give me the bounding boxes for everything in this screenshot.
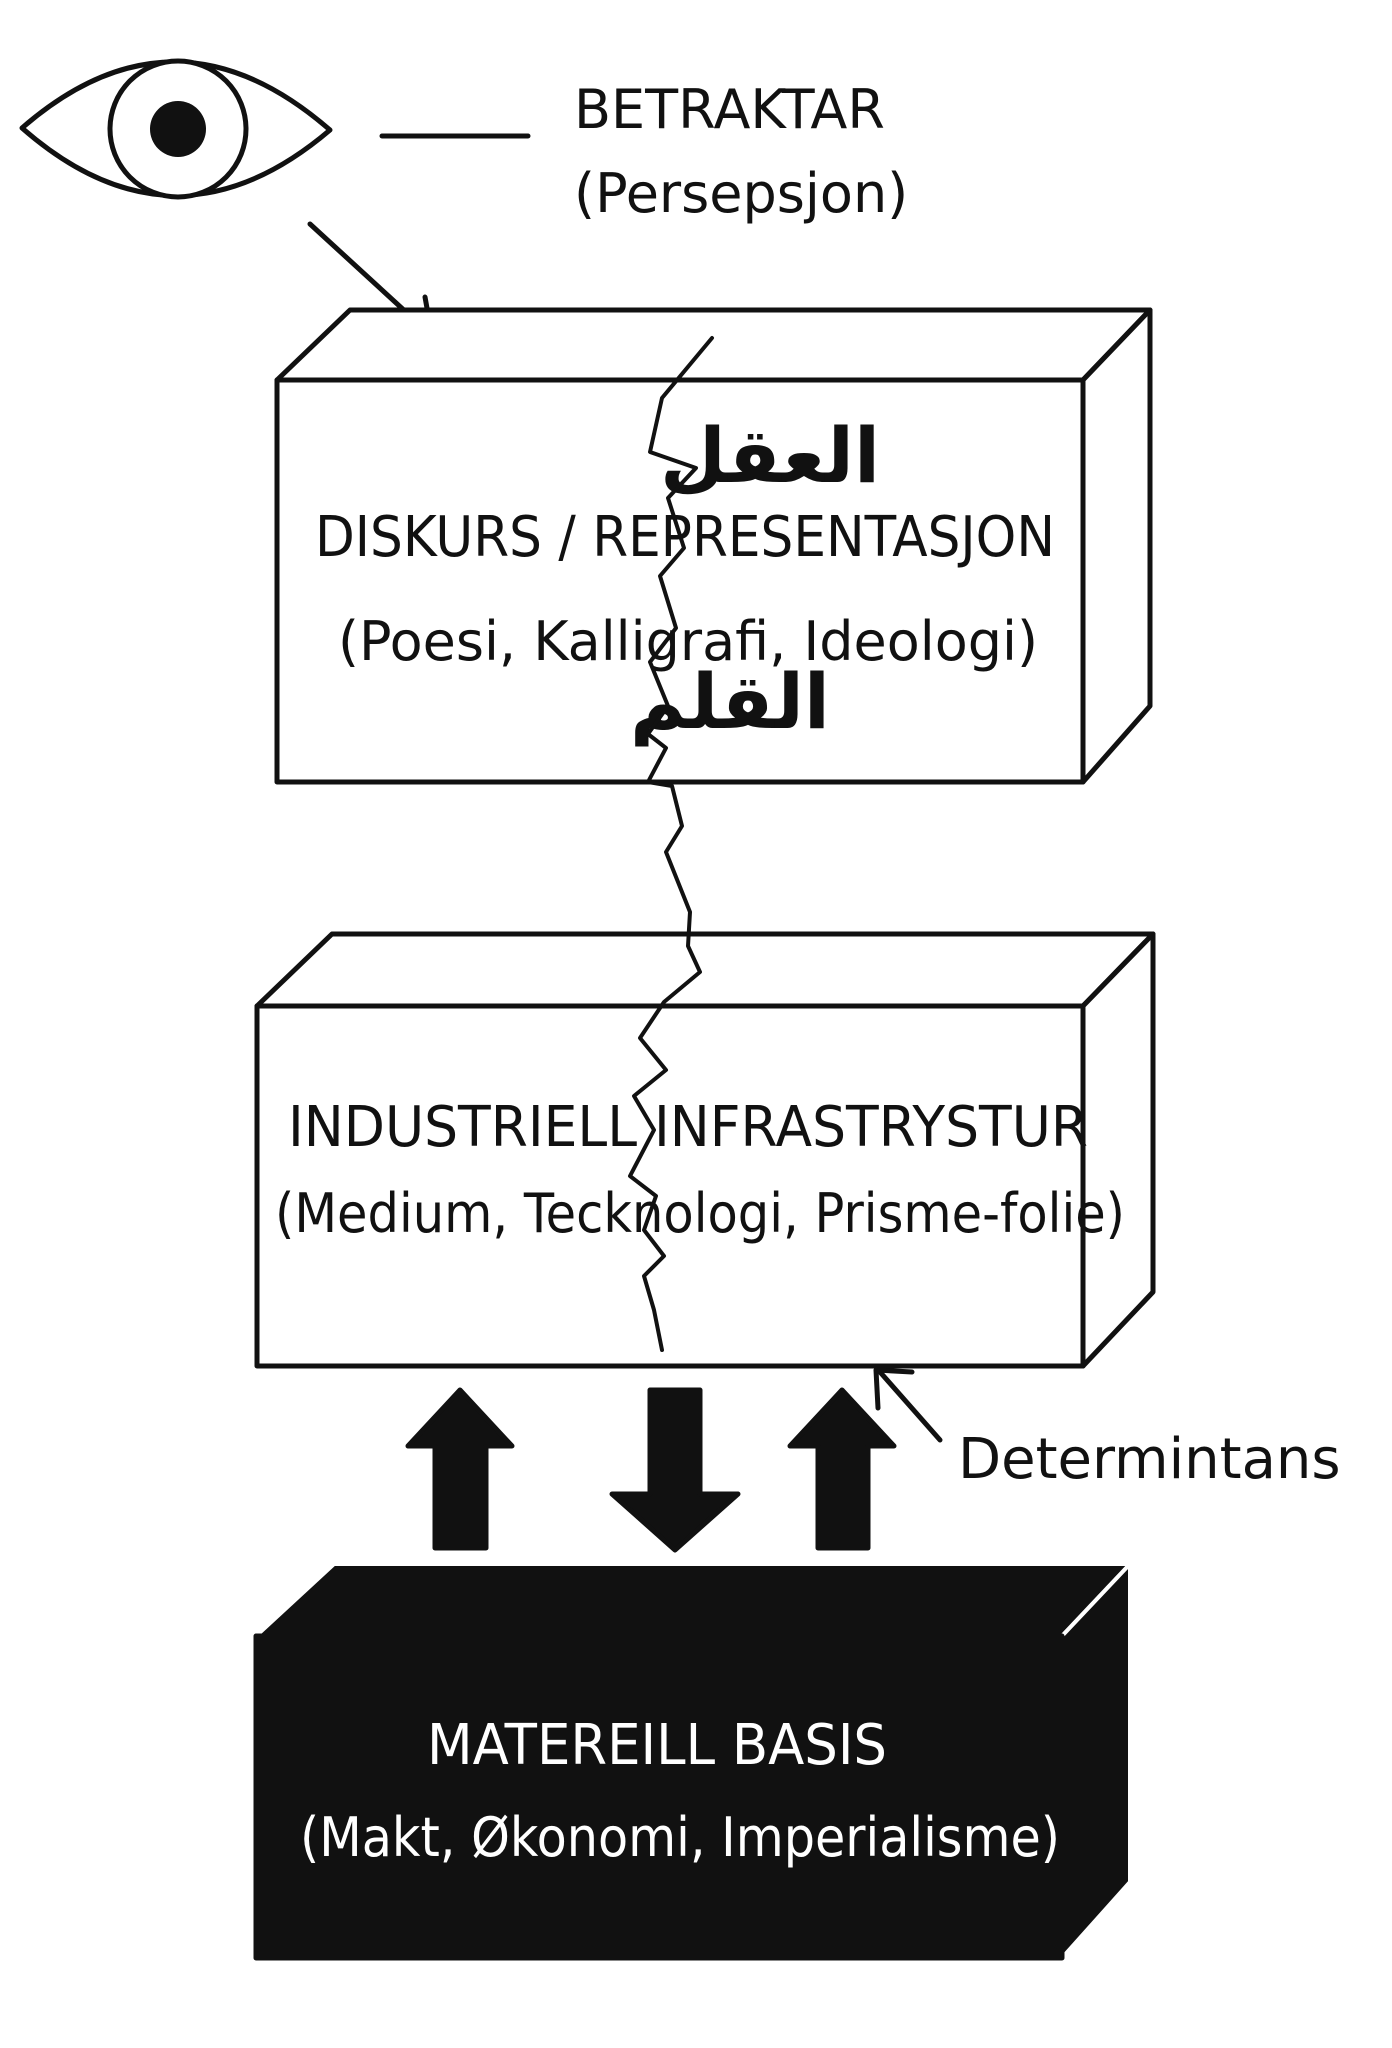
discourse-box (274, 307, 1153, 785)
eye-icon (19, 58, 333, 200)
infrastructure-box-front (254, 1003, 1086, 1369)
viewer-subtitle: (Persepsjon) (574, 162, 908, 225)
crack-line (628, 336, 714, 1352)
viewer-title: BETRAKTAR (574, 78, 885, 141)
base-box-front (253, 1633, 1065, 1961)
discourse-box-top (274, 307, 1153, 383)
base-box (253, 1562, 1132, 1961)
eye-pupil (150, 101, 206, 157)
discourse-title: DISKURS / REPRESENTASJON (315, 505, 1055, 570)
infrastructure-box (254, 931, 1156, 1369)
infrastructure-box-top (254, 931, 1156, 1009)
determinant-label: Determintans (958, 1427, 1341, 1492)
determinant-pointer (873, 1367, 943, 1443)
infrastructure-title: INDUSTRIELL INFRASTRYSTUR (288, 1095, 1088, 1160)
discourse-box-side (1080, 307, 1153, 785)
discourse-arabic-bottom: القلم (630, 657, 830, 747)
discourse-box-front (274, 377, 1086, 785)
base-box-top (254, 1562, 1132, 1638)
infrastructure-box-side (1080, 931, 1156, 1369)
arrow-down-center-icon (609, 1387, 741, 1553)
arrow-up-left-icon (405, 1387, 515, 1551)
infrastructure-subtitle: (Medium, Tecknologi, Prisme-folie) (275, 1182, 1125, 1245)
discourse-subtitle: (Poesi, Kalligrafi, Ideologi) (338, 610, 1038, 673)
discourse-arabic-top: العقل (660, 411, 880, 500)
base-box-side (1060, 1562, 1132, 1960)
arrow-up-right-icon (787, 1387, 897, 1551)
base-title: MATEREILL BASIS (427, 1713, 887, 1778)
base-subtitle: (Makt, Økonomi, Imperialisme) (300, 1806, 1060, 1869)
